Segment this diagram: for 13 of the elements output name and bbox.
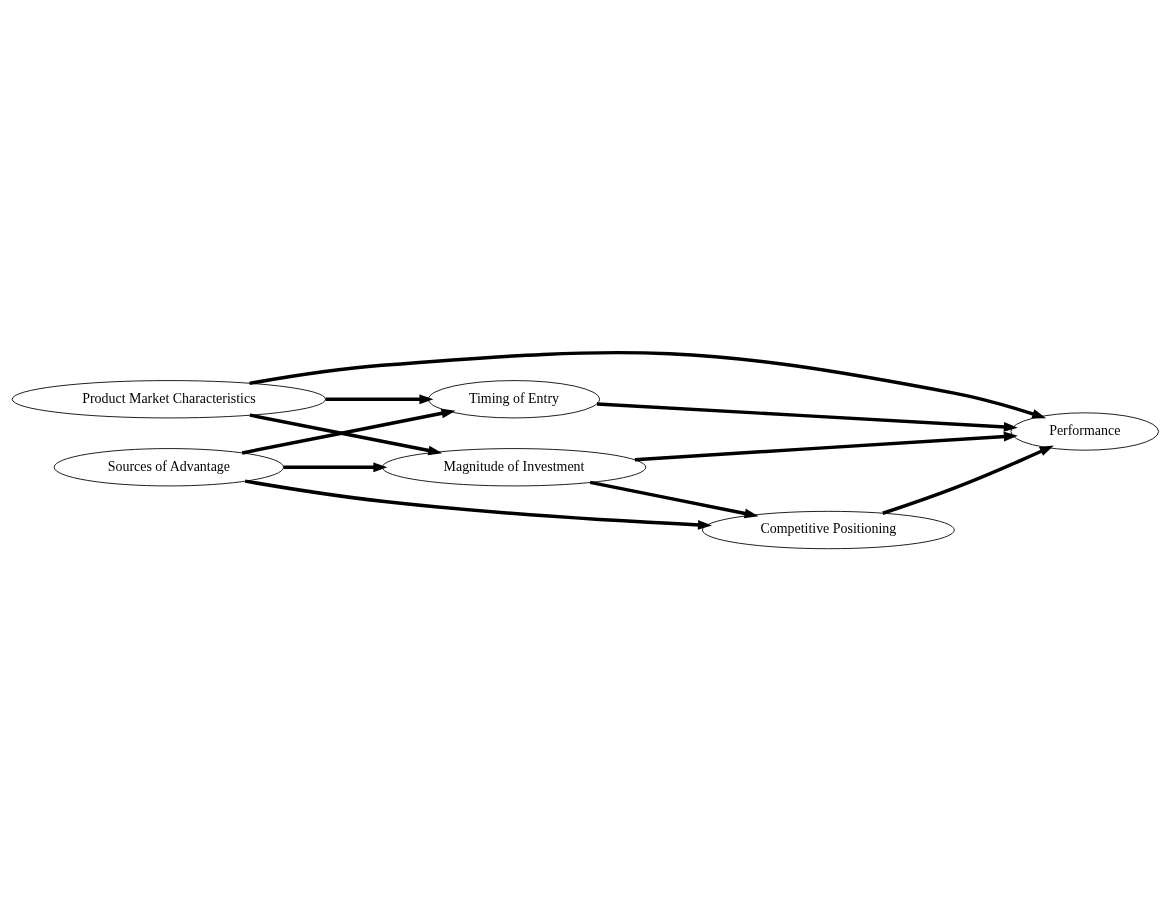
node-ellipse: Performance	[1010, 411, 1159, 451]
arrow	[882, 445, 1054, 515]
arrow	[596, 401, 1018, 432]
arrow	[325, 393, 434, 404]
arrow	[249, 412, 443, 455]
arrow	[244, 478, 712, 530]
arrow	[241, 408, 456, 455]
arrow	[283, 461, 388, 472]
node-ellipse: Product Market Characteristics	[11, 379, 326, 418]
arrow	[634, 431, 1018, 461]
node-ellipse: Sources of Advantage	[53, 447, 284, 486]
arrow	[249, 350, 1047, 419]
arrow	[589, 480, 759, 518]
